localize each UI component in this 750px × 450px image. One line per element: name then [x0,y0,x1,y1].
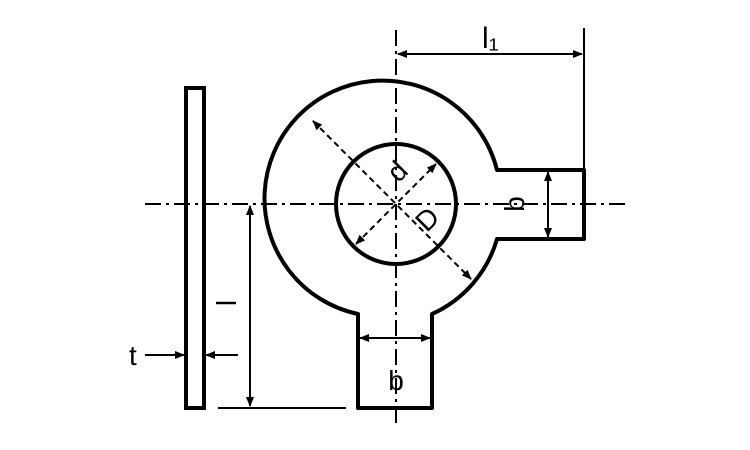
outer-diameter-label: D [409,201,445,237]
l1-label: l₁ [482,22,499,55]
tab-b-label: b [499,196,530,212]
length-l-label: l [211,300,242,306]
inner-diameter-label: d [381,155,414,188]
side-view-plate [184,86,206,410]
bottom-b-label: b [388,365,404,396]
thickness-t-label: t [129,340,137,371]
inner-diameter-dimension-line [355,163,437,245]
washer-outline [262,78,586,410]
